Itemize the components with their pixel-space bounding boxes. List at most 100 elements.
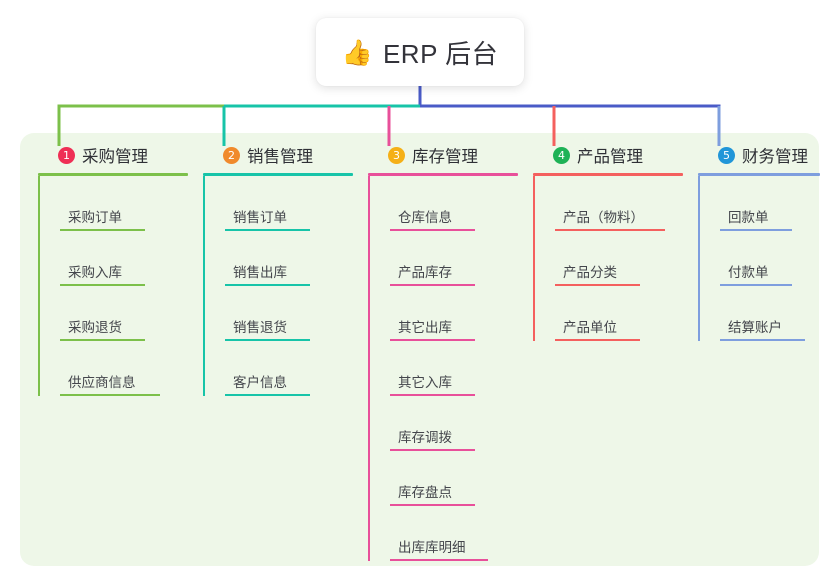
diagram-panel [20,133,819,566]
branch-item-rule [225,284,310,286]
branch-item[interactable]: 回款单 [720,176,820,231]
branch-item[interactable]: 其它入库 [390,341,518,396]
root-title: ERP 后台 [382,38,499,69]
branch-column-5: 5 财务管理回款单付款单结算账户 [698,143,820,341]
branch-item-rule [390,504,475,506]
branch-item-label: 其它入库 [398,375,452,390]
branch-header-1[interactable]: 1 采购管理 [38,143,188,167]
branch-item-rule [390,394,475,396]
branch-column-3: 3 库存管理仓库信息产品库存其它出库其它入库库存调拨库存盘点出库库明细 [368,143,518,561]
branch-item-label: 其它出库 [398,320,452,335]
branch-item[interactable]: 其它出库 [390,286,518,341]
branch-item-list: 采购订单采购入库采购退货供应商信息 [38,176,188,396]
branch-spine [38,176,40,396]
branch-item-label: 采购入库 [68,265,122,280]
branch-header-2[interactable]: 2 销售管理 [203,143,353,167]
branch-number-badge: 3 [388,146,405,164]
branch-item-rule [225,394,310,396]
branch-spine [698,176,700,341]
branch-item-list: 产品（物料） 产品分类产品单位 [533,176,683,341]
branch-item[interactable]: 结算账户 [720,286,820,341]
branch-item-rule [390,449,475,451]
branch-item-label: 采购订单 [68,210,122,225]
branch-item[interactable]: 采购入库 [60,231,188,286]
branch-item-label: 库存调拨 [398,430,452,445]
branch-item-label: 回款单 [728,210,769,225]
branch-header-rule [533,173,683,176]
branch-item-rule [555,284,640,286]
branch-item[interactable]: 库存调拨 [390,396,518,451]
branch-item-rule [555,339,640,341]
branch-title: 财务管理 [742,148,808,166]
branch-item[interactable]: 产品库存 [390,231,518,286]
branch-number-badge: 1 [58,146,75,164]
branch-item[interactable]: 库存盘点 [390,451,518,506]
branch-spine [368,176,370,561]
branch-item[interactable]: 采购订单 [60,176,188,231]
branch-item[interactable]: 销售订单 [225,176,353,231]
branch-item[interactable]: 销售出库 [225,231,353,286]
branch-title: 销售管理 [247,148,313,166]
branch-item-rule [720,284,792,286]
branch-spine [533,176,535,341]
branch-item-rule [720,229,792,231]
branch-header-5[interactable]: 5 财务管理 [698,143,820,167]
branch-column-4: 4 产品管理产品（物料） 产品分类产品单位 [533,143,683,341]
branch-item[interactable]: 产品（物料） [555,176,683,231]
branch-item[interactable]: 产品分类 [555,231,683,286]
branch-number-badge: 5 [718,146,735,164]
branch-item-label: 销售订单 [233,210,287,225]
branch-item-rule [225,229,310,231]
branch-item-label: 出库库明细 [398,540,466,555]
branch-item[interactable]: 客户信息 [225,341,353,396]
branch-number-badge: 4 [553,146,570,164]
branch-item-label: 付款单 [728,265,769,280]
branch-item-label: 销售出库 [233,265,287,280]
branch-number-badge: 2 [223,146,240,164]
branch-item-label: 结算账户 [728,320,782,335]
branch-header-rule [698,173,820,176]
branch-item-rule [390,229,475,231]
branch-item-rule [390,559,488,561]
branch-item[interactable]: 供应商信息 [60,341,188,396]
branch-item[interactable]: 仓库信息 [390,176,518,231]
branch-item-rule [60,339,145,341]
branch-item-label: 销售退货 [233,320,287,335]
branch-item-rule [390,339,475,341]
branch-header-4[interactable]: 4 产品管理 [533,143,683,167]
branch-item-rule [390,284,475,286]
branch-header-rule [203,173,353,176]
branch-header-rule [38,173,188,176]
branch-spine [203,176,205,396]
branch-item-rule [720,339,805,341]
branch-item-rule [555,229,665,231]
thumbs-up-icon: 👍 [341,37,373,67]
branch-item-list: 销售订单销售出库销售退货客户信息 [203,176,353,396]
branch-item[interactable]: 出库库明细 [390,506,518,561]
branch-header-3[interactable]: 3 库存管理 [368,143,518,167]
branch-item-label: 产品单位 [563,320,617,335]
branch-item-list: 回款单付款单结算账户 [698,176,820,341]
branch-title: 采购管理 [82,148,148,166]
branch-item-rule [60,394,160,396]
branch-item[interactable]: 采购退货 [60,286,188,341]
branch-column-2: 2 销售管理销售订单销售出库销售退货客户信息 [203,143,353,396]
branch-column-1: 1 采购管理采购订单采购入库采购退货供应商信息 [38,143,188,396]
branch-item-label: 产品（物料） [563,210,644,225]
branch-title: 产品管理 [577,148,643,166]
branch-item-list: 仓库信息产品库存其它出库其它入库库存调拨库存盘点出库库明细 [368,176,518,561]
branch-item-label: 库存盘点 [398,485,452,500]
branch-item-rule [60,284,145,286]
branch-title: 库存管理 [412,148,478,166]
root-node-content: 👍 ERP 后台 [342,34,498,71]
branch-item[interactable]: 产品单位 [555,286,683,341]
branch-item-label: 供应商信息 [68,375,136,390]
branch-item-label: 产品分类 [563,265,617,280]
branch-item-label: 客户信息 [233,375,287,390]
branch-item-label: 采购退货 [68,320,122,335]
root-node[interactable]: 👍 ERP 后台 [316,18,524,86]
branch-item[interactable]: 销售退货 [225,286,353,341]
branch-item[interactable]: 付款单 [720,231,820,286]
branch-header-rule [368,173,518,176]
